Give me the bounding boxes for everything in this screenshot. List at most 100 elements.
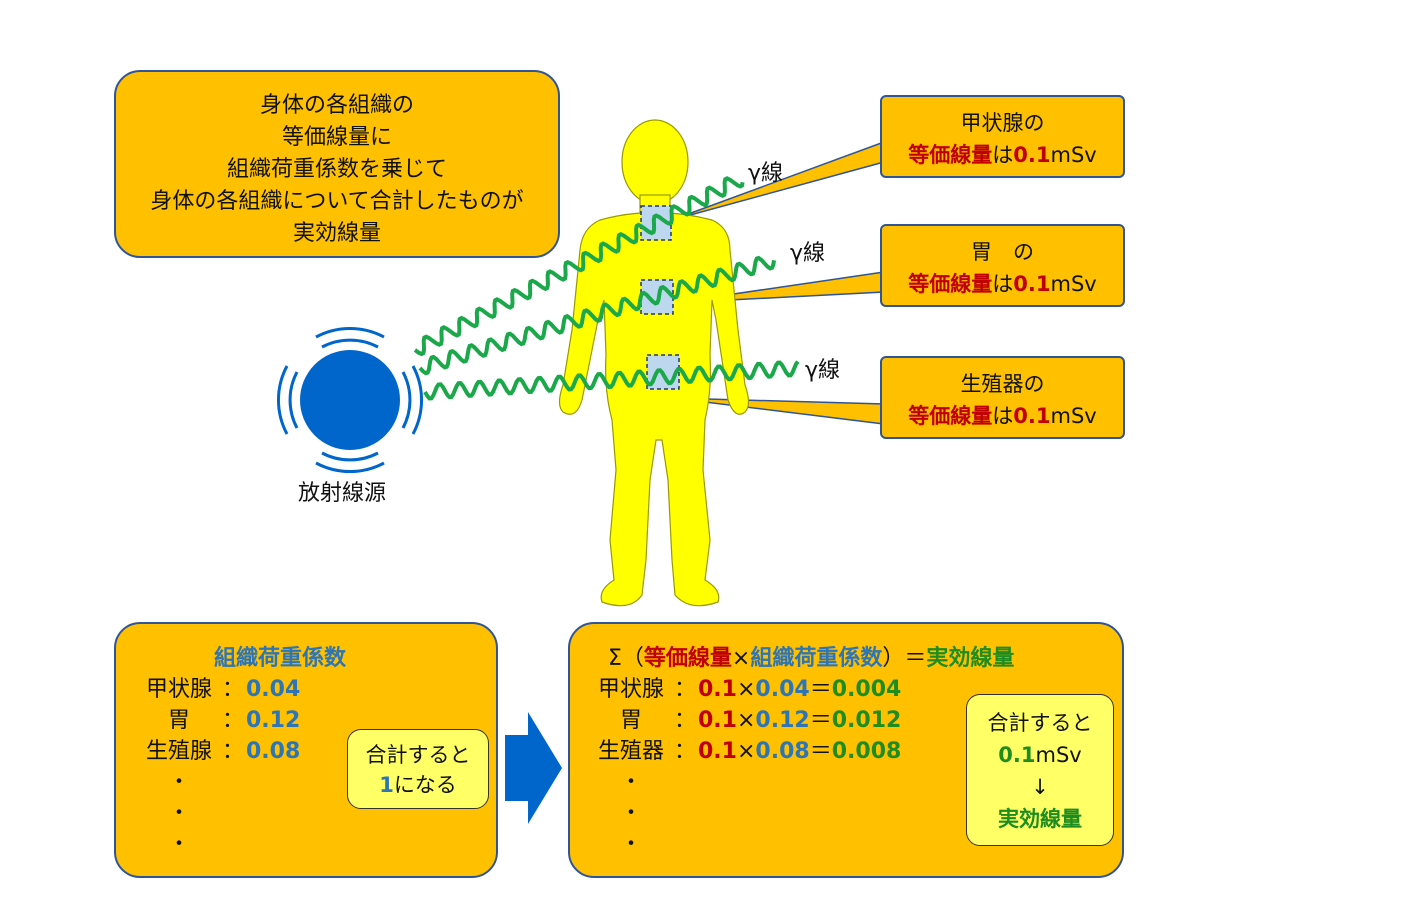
formula-close: ）＝ (882, 646, 927, 671)
source-circle (300, 350, 400, 450)
formula-row-thyroid-dose: 0.1 (698, 677, 737, 702)
formula-row-gonad-eq: ＝ (809, 739, 832, 764)
weights-row-thyroid: 甲状腺 ：0.04 (138, 674, 300, 705)
formula-row-stomach-w: 0.12 (755, 708, 810, 733)
callout-gonad-dose-label: 等価線量 (908, 404, 993, 428)
formula-dot-2: ・ (619, 801, 642, 826)
formula-row-stomach: 胃：0.1×0.12＝0.012 (590, 705, 901, 736)
formula-row-thyroid-x: × (736, 677, 756, 702)
formula-row-stomach-name: 胃 (619, 708, 642, 733)
weights-sum-value: 1 (379, 773, 394, 797)
radiation-source (277, 327, 423, 473)
callout-stomach-value: 0.1 (1013, 272, 1051, 296)
formula-row-gonad-r: 0.008 (831, 739, 902, 764)
weights-row-thyroid-sep: ： (221, 677, 244, 702)
weights-row-stomach-name: 胃 (167, 708, 190, 733)
weights-sum-line1: 合計すると (365, 743, 471, 767)
formula-row-gonad-sep: ： (673, 739, 696, 764)
human-body (558, 119, 750, 607)
formula-row-stomach-r: 0.012 (831, 708, 902, 733)
formula-row-thyroid-name: 甲状腺 (597, 677, 664, 702)
gamma-wave-1 (413, 176, 745, 357)
formula-sum-line1: 合計すると (987, 711, 1093, 735)
weights-row-stomach-value: 0.12 (246, 708, 301, 733)
callout-stomach: 胃 の 等価線量は0.1mSv (880, 224, 1125, 307)
callout-stomach-organ: 胃 の (971, 240, 1034, 264)
formula-list: 甲状腺：0.1×0.04＝0.004 胃：0.1×0.12＝0.012 生殖器：… (590, 674, 901, 860)
weights-row-gonad: 生殖腺 ：0.08 (138, 736, 300, 767)
intro-line-3: 組織荷重係数を乗じて (226, 157, 447, 182)
weights-box: 組織荷重係数 甲状腺：0.04 胃：0.12 生殖腺：0.08 ・ ・ ・ 合計… (114, 622, 498, 878)
formula-row-stomach-x: × (736, 708, 756, 733)
callout-stomach-ha: は (992, 272, 1014, 296)
gamma-wave-3 (423, 360, 800, 401)
weights-row-stomach-sep: ： (221, 708, 244, 733)
weights-sum-box: 合計すると 1になる (347, 729, 489, 809)
weights-row-gonad-sep: ： (221, 739, 244, 764)
formula-row-stomach-sep: ： (673, 708, 696, 733)
formula-result: 実効線量 (926, 646, 1015, 671)
weights-row-gonad-value: 0.08 (246, 739, 301, 764)
gamma-label-1: γ線 (748, 161, 784, 186)
formula-row-thyroid-sep: ： (673, 677, 696, 702)
callout-stomach-dose-label: 等価線量 (908, 272, 993, 296)
formula-row-thyroid: 甲状腺 ：0.1×0.04＝0.004 (590, 674, 901, 705)
formula-dot-3: ・ (619, 832, 642, 857)
formula-row-gonad: 生殖器 ：0.1×0.08＝0.008 (590, 736, 901, 767)
formula-times: × (731, 646, 751, 671)
formula-sum-unit: mSv (1035, 743, 1082, 767)
intro-line-5: 実効線量 (292, 221, 381, 246)
thyroid-marker (640, 205, 672, 241)
weights-row-stomach: 胃 ：0.12 (138, 705, 300, 736)
formula-sum-value: 0.1 (998, 743, 1036, 767)
intro-box: 身体の各組織の 等価線量に 組織荷重係数を乗じて 身体の各組織について合計したも… (114, 70, 560, 258)
weights-title: 組織荷重係数 (214, 646, 347, 671)
weights-dot-1: ・ (167, 770, 190, 795)
formula-sigma: Σ（ (608, 646, 644, 671)
callout-gonad-ha: は (992, 404, 1014, 428)
formula-row-thyroid-r: 0.004 (831, 677, 902, 702)
formula-row-gonad-dose: 0.1 (698, 739, 737, 764)
intro-line-2: 等価線量に (281, 125, 392, 150)
callout-thyroid-unit: mSv (1050, 143, 1097, 167)
formula-row-gonad-w: 0.08 (755, 739, 810, 764)
formula-row-stomach-eq: ＝ (809, 708, 832, 733)
formula-row-gonad-x: × (736, 739, 756, 764)
weights-row-thyroid-name: 甲状腺 (145, 677, 212, 702)
gamma-wave-2 (418, 255, 776, 376)
formula-weight: 組織荷重係数 (750, 646, 883, 671)
weights-row-thyroid-value: 0.04 (246, 677, 301, 702)
gamma-label-3: γ線 (805, 358, 841, 383)
formula-row-gonad-name: 生殖器 (597, 739, 664, 764)
torso-and-limbs (558, 211, 750, 607)
callout-gonad: 生殖器の 等価線量は0.1mSv (880, 356, 1125, 439)
weights-list: 甲状腺：0.04 胃：0.12 生殖腺：0.08 ・ ・ ・ (138, 674, 300, 860)
head (621, 119, 689, 205)
intro-line-4: 身体の各組織について合計したものが (150, 189, 524, 214)
intro-line-1: 身体の各組織の (259, 93, 414, 118)
formula-row-thyroid-w: 0.04 (755, 677, 810, 702)
weights-dot-2: ・ (167, 801, 190, 826)
weights-dot-3: ・ (167, 832, 190, 857)
callout-thyroid: 甲状腺の 等価線量は0.1mSv (880, 95, 1125, 178)
source-label: 放射線源 (298, 481, 387, 506)
formula-box: Σ（等価線量×組織荷重係数）＝実効線量 甲状腺：0.1×0.04＝0.004 胃… (568, 622, 1124, 878)
formula-dose: 等価線量 (643, 646, 732, 671)
callout-thyroid-value: 0.1 (1013, 143, 1051, 167)
callout-gonad-value: 0.1 (1013, 404, 1051, 428)
formula-row-thyroid-eq: ＝ (809, 677, 832, 702)
gamma-label-2: γ線 (790, 241, 826, 266)
formula-sum-box: 合計すると 0.1mSv ↓ 実効線量 (966, 694, 1114, 846)
callout-thyroid-dose-label: 等価線量 (908, 143, 993, 167)
weights-row-gonad-name: 生殖腺 (145, 739, 212, 764)
formula-sum-arrow: ↓ (1031, 775, 1049, 799)
callout-thyroid-organ: 甲状腺の (960, 111, 1045, 135)
gamma-waves (413, 176, 800, 401)
weights-sum-line2: になる (393, 773, 457, 797)
callout-gonad-unit: mSv (1050, 404, 1097, 428)
formula-sum-result: 実効線量 (998, 807, 1082, 831)
formula-title: Σ（等価線量×組織荷重係数）＝実効線量 (608, 640, 1014, 672)
callout-thyroid-ha: は (992, 143, 1014, 167)
callout-stomach-unit: mSv (1050, 272, 1097, 296)
